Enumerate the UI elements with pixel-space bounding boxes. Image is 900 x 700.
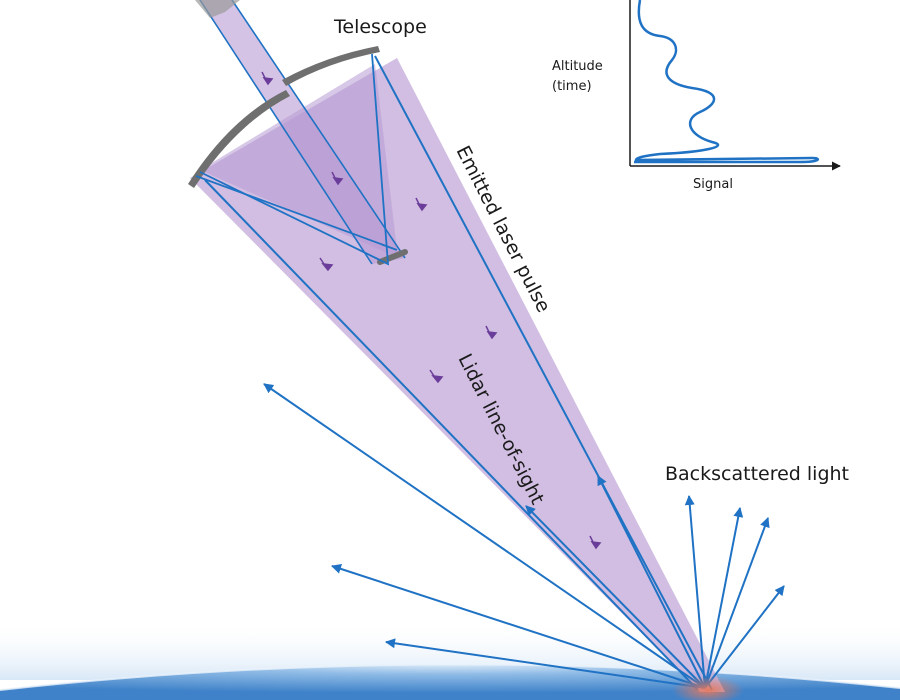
line-of-sight-rays: [204, 55, 713, 691]
pulse-direction-arrows: [261, 71, 602, 550]
scatter-hotspot: [672, 676, 744, 700]
inset-signal-curve: [634, 0, 820, 164]
backscatter-rays: [263, 383, 785, 689]
inset-ylabel-line2: (time): [552, 79, 592, 94]
primary-mirror: [188, 90, 290, 188]
secondary-mirror: [377, 249, 408, 265]
laser-input-tube: [195, 0, 406, 265]
earth-surface: [0, 620, 900, 700]
primary-mirror-upper: [282, 46, 380, 86]
inset-xlabel: Signal: [693, 177, 733, 192]
telescope: [188, 46, 408, 266]
inset-ylabel-line1: Altitude: [552, 59, 603, 74]
backscattered-label: Backscattered light: [665, 463, 849, 485]
inset-signal-chart: Altitude (time) Signal: [552, 0, 841, 192]
telescope-label: Telescope: [333, 16, 427, 38]
